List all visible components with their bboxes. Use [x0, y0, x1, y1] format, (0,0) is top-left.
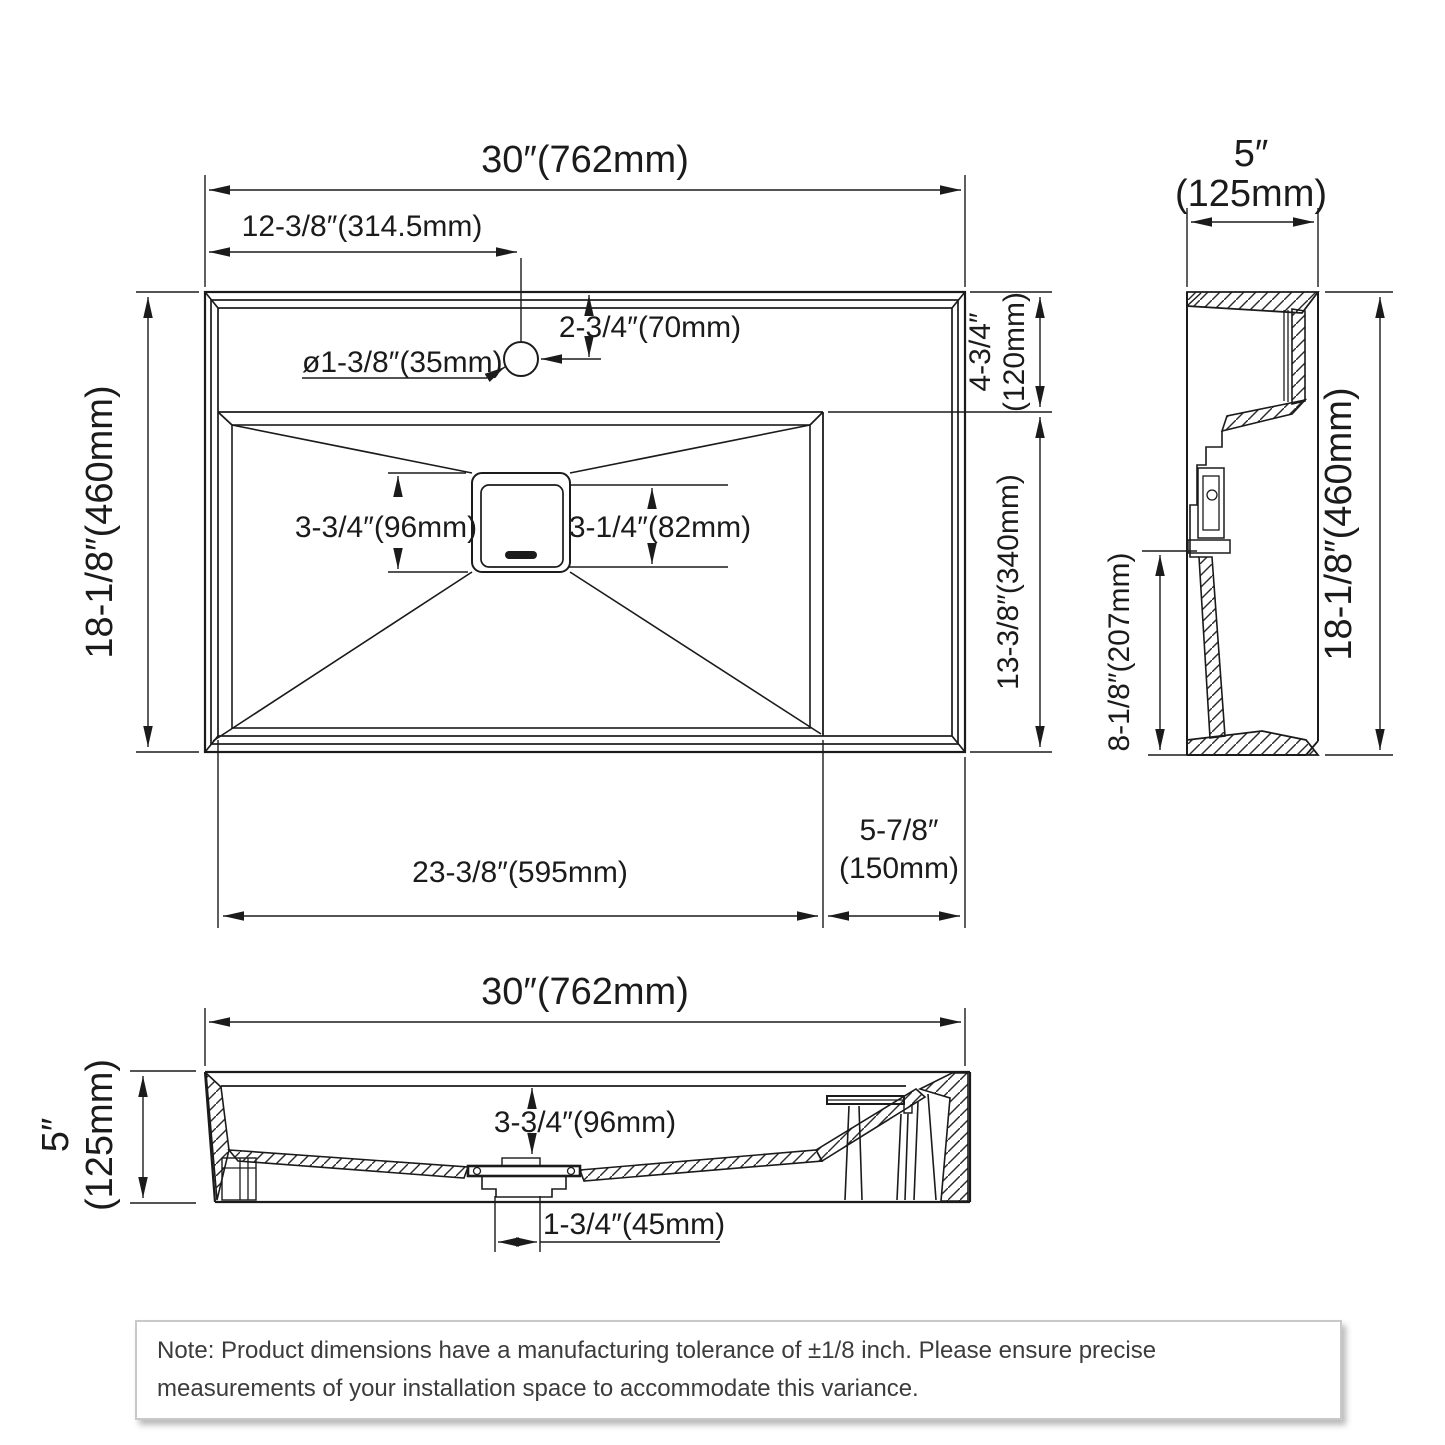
front-basin-depth-label: 3-3/4″(96mm)	[494, 1106, 676, 1139]
top-drain-inner-label: 3-1/4″(82mm)	[569, 511, 751, 544]
front-height-mm-label: (125mm)	[79, 1059, 121, 1211]
note-box: Note: Product dimensions have a manufact…	[135, 1320, 1342, 1420]
front-view-overflow-structure	[826, 1093, 937, 1201]
side-view: 5″ (125mm) 18-1/8″(460mm) 8-1/8″(207mm)	[1103, 133, 1393, 756]
front-view-body	[203, 1070, 972, 1204]
top-faucet-diameter-label: ø1-3/8″(35mm)	[302, 346, 503, 379]
top-overall-width-label: 30″(762mm)	[481, 139, 689, 181]
faucet-hole	[503, 341, 539, 377]
side-overall-height-label: 18-1/8″(460mm)	[1318, 387, 1360, 660]
drain-slot	[505, 551, 537, 559]
top-basin-width-label: 23-3/8″(595mm)	[412, 856, 628, 889]
top-view: 30″(762mm) 12-3/8″(314.5mm) 2-3/4″(70mm)…	[79, 139, 1052, 928]
top-view-basin	[212, 411, 824, 742]
front-overall-width-label: 30″(762mm)	[481, 971, 689, 1013]
top-drain-outer-label: 3-3/4″(96mm)	[295, 511, 477, 544]
note-text: Note: Product dimensions have a manufact…	[157, 1336, 1157, 1402]
side-drain-height-label: 8-1/8″(207mm)	[1103, 552, 1136, 751]
top-deck-depth-mm-label: (120mm)	[998, 292, 1031, 412]
side-width-in-label: 5″	[1234, 133, 1269, 175]
top-view-drain	[471, 472, 571, 573]
front-view: 30″(762mm) 5″ (125mm) 3-3/4″(96mm) 1-3/4…	[35, 971, 972, 1252]
front-view-drain	[466, 1157, 582, 1198]
top-faucet-offset-label: 12-3/8″(314.5mm)	[242, 210, 483, 243]
top-faucet-setback-label: 2-3/4″(70mm)	[559, 311, 741, 344]
top-basin-depth-label: 13-3/8″(340mm)	[992, 474, 1025, 690]
top-overall-depth-label: 18-1/8″(460mm)	[79, 385, 121, 658]
front-drain-width-label: 1-3/4″(45mm)	[543, 1208, 725, 1241]
front-view-dimension-lines	[130, 1008, 966, 1252]
side-view-dimension-lines	[1142, 208, 1393, 756]
top-deck-width-in-label: 5-7/8″	[860, 814, 939, 847]
top-deck-width-mm-label: (150mm)	[839, 852, 959, 885]
front-height-in-label: 5″	[35, 1118, 77, 1153]
side-view-body	[1186, 291, 1320, 756]
top-view-dimension-lines	[136, 175, 1052, 928]
side-width-mm-label: (125mm)	[1175, 173, 1327, 215]
top-deck-depth-in-label: 4-3/4″	[964, 312, 997, 391]
